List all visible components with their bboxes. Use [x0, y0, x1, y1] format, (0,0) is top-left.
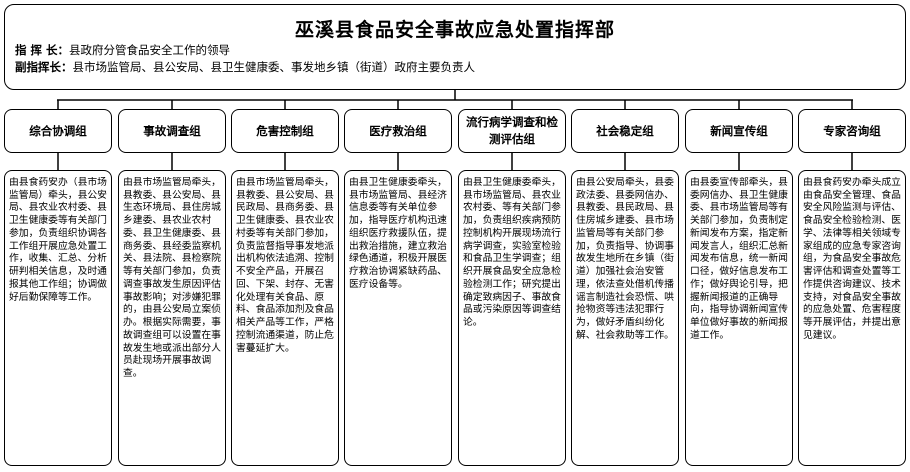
group-duty-text: 由县卫生健康委牵头，县市场监管局、县经济信息委等有关单位参加，指导医疗机构迅速组… [349, 177, 447, 290]
headquarters-title: 巫溪县食品安全事故应急处置指挥部 [294, 19, 615, 41]
group-duty-box [685, 170, 793, 466]
deputy-commander-line: 副指挥长：县市场监管局、县公安局、县卫生健康委、事发地乡镇（街道）政府主要负责人 [15, 59, 475, 75]
group-duty-box [458, 170, 566, 466]
group-name: 新闻宣传组 [710, 123, 768, 138]
group-name: 事故调查组 [143, 123, 201, 138]
group-duty-text: 由县市场监管局牵头，县教委、县公安局、县生态环境局、县住房城乡建委、县农业农村委… [123, 177, 221, 380]
group-duty-text: 由县市场监管局牵头，县教委、县公安局、县民政局、县商务委、县卫生健康委、县农业农… [236, 177, 334, 354]
group-duty-box [4, 170, 112, 466]
group-name: 社会稳定组 [596, 123, 654, 138]
group-label-box [4, 109, 112, 153]
commander-text: 县政府分管食品安全工作的领导 [69, 43, 231, 57]
group-duty-text: 由县委宣传部牵头，县委网信办、县卫生健康委、县市场监管局等有关部门参加，负责制定… [690, 177, 788, 341]
group-duty-box [798, 170, 906, 466]
group-duty-text: 由县食药安办（县市场监管局）牵头，县公安局、县农业农村委、县卫生健康委等有关部门… [9, 177, 107, 303]
group-duty-text: 由县食药安办牵头成立由食品安全管理、食品安全风险监测与评估、食品安全检验检测、医… [803, 177, 901, 341]
group-label-box [458, 109, 566, 153]
group-duty-text: 由县卫生健康委牵头，县市场监管局、县农业农村委、等有关部门参加，负责组织疾病预防… [463, 177, 561, 329]
commander-label: 指 挥 长： [15, 43, 70, 57]
group-name: 专家咨询组 [823, 123, 881, 138]
commander-line: 指 挥 长：县政府分管食品安全工作的领导 [15, 42, 230, 58]
group-label-box [344, 109, 452, 153]
group-duty-box [118, 170, 226, 466]
deputy-commander-text: 县市场监管局、县公安局、县卫生健康委、事发地乡镇（街道）政府主要负责人 [72, 60, 476, 74]
group-label-box [231, 109, 339, 153]
group-name: 危害控制组 [256, 123, 314, 138]
group-duty-box [571, 170, 679, 466]
commander-panel: 巫溪县食品安全事故应急处置指挥部 指 挥 长：县政府分管食品安全工作的领导 副指… [4, 4, 906, 90]
group-duty-text: 由县公安局牵头，县委政法委、县委网信办、县教委、县民政局、县住房城乡建委、县市场… [576, 177, 674, 341]
group-duty-box [344, 170, 452, 466]
group-name: 综合协调组 [29, 123, 87, 138]
group-label-box [685, 109, 793, 153]
group-name: 流行病学调查和检测评估组 [466, 115, 558, 146]
group-name: 医疗救治组 [369, 123, 427, 138]
group-duty-box [231, 170, 339, 466]
group-label-box [571, 109, 679, 153]
group-label-box [118, 109, 226, 153]
deputy-commander-label: 副指挥长： [15, 60, 73, 74]
group-label-box [798, 109, 906, 153]
